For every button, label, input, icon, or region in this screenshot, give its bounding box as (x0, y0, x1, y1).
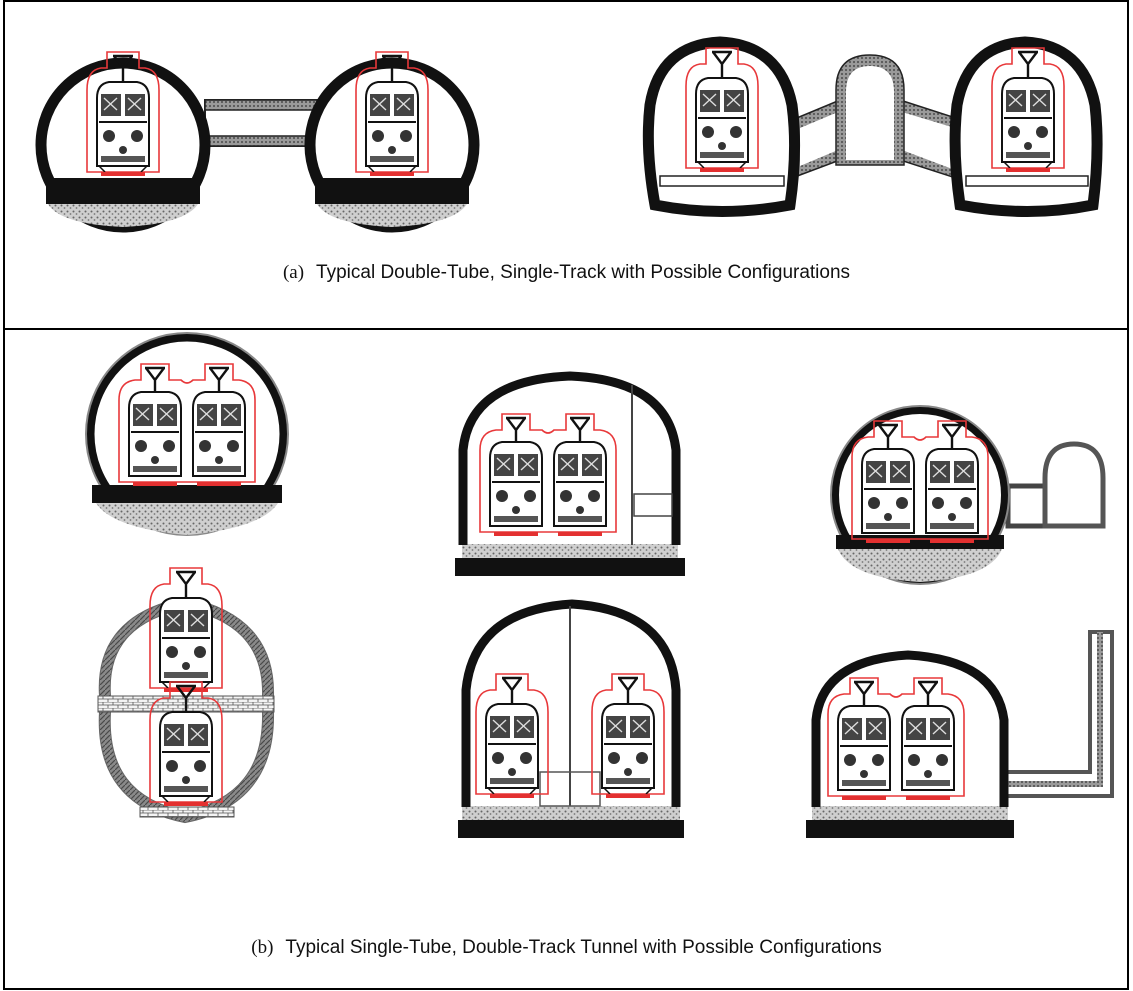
caption-b-label: (b) (251, 937, 274, 958)
caption-b: (b) Typical Single-Tube, Double-Track Tun… (0, 937, 1133, 959)
caption-a-label: (a) (282, 262, 305, 283)
config-circular-double-track (85, 332, 289, 536)
tube-circular-left (35, 50, 211, 233)
config-horseshoe-vent-shaft (806, 630, 1114, 838)
panel-divider (3, 328, 1129, 330)
config-horseshoe-service-gallery (455, 371, 685, 576)
tube-circular-right (304, 50, 480, 233)
figure-frame (3, 0, 1129, 990)
caption-a-text: Typical Double-Tube, Single-Track with P… (316, 262, 851, 283)
config-horseshoe-central-wall (458, 599, 684, 838)
tube-horseshoe-right (949, 36, 1103, 217)
caption-b-text: Typical Single-Tube, Double-Track Tunnel… (285, 937, 882, 958)
tube-horseshoe-left (642, 36, 801, 217)
config-circular-side-gallery (830, 405, 1106, 585)
panel-a-left-config (35, 50, 480, 233)
config-stacked-tubes (97, 566, 275, 824)
caption-a: (a) Typical Double-Tube, Single-Track wit… (0, 262, 1133, 284)
panel-a-right-config (642, 36, 1103, 217)
